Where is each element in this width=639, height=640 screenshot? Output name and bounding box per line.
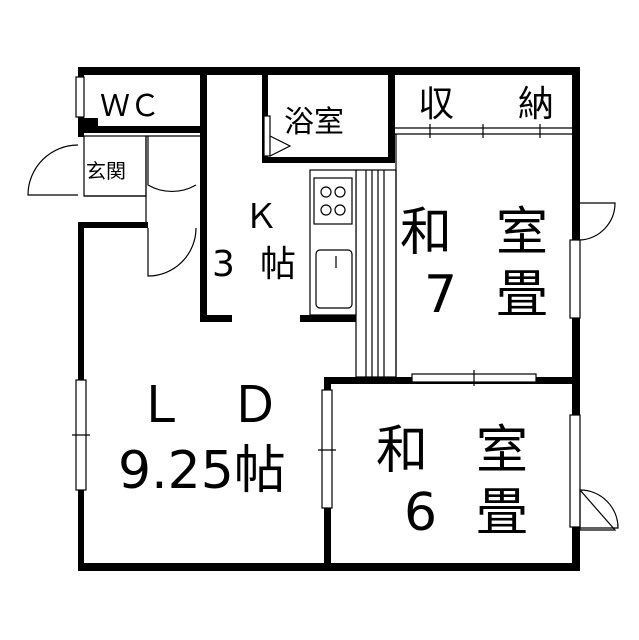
wall-kitchen-left — [200, 67, 207, 322]
washitsu7-label-7: 7 — [424, 265, 457, 325]
stove — [313, 177, 353, 225]
door-swing-icon — [147, 227, 197, 277]
wall-kitchen-bottom-left — [200, 315, 232, 322]
washitsu7-label-shitsu: 室 — [496, 203, 548, 263]
wall-right — [572, 67, 580, 571]
kitchen-label-jo: 帖 — [260, 244, 296, 285]
washitsu6-label-jo: 畳 — [476, 483, 528, 543]
door-swing-icon — [147, 136, 197, 192]
washitsu6-label-6: 6 — [404, 483, 437, 543]
storage-label-1: 収 — [418, 84, 454, 125]
labels: ＷＣ 浴室 収 納 玄関 Ｋ 3 帖 和 室 7 畳 Ｌ Ｄ 9.25帖 和 室… — [86, 84, 554, 543]
washitsu7-label-jo: 畳 — [496, 265, 548, 325]
closet-partition — [355, 169, 397, 378]
washitsu7-label-wa: 和 — [400, 203, 452, 263]
wall-bath-left — [262, 67, 268, 162]
ld-label-size: 9.25帖 — [118, 441, 286, 501]
kitchen-label-k: Ｋ — [244, 197, 278, 237]
wall-entrance-bottom — [78, 222, 148, 228]
wall-kitchen-bottom-right — [300, 315, 358, 322]
washitsu6-label-shitsu: 室 — [476, 421, 528, 481]
sink — [315, 249, 353, 309]
kitchen-label-3: 3 — [212, 244, 235, 285]
ld-label-d: Ｄ — [230, 376, 280, 434]
entrance-label: 玄関 — [86, 159, 126, 183]
fixtures — [72, 76, 581, 528]
wall-wc-bottom — [78, 126, 204, 133]
ld-label-l: Ｌ — [136, 376, 186, 434]
wall-corner-block — [84, 118, 98, 132]
wall-top — [78, 67, 580, 75]
washitsu6-label-wa: 和 — [376, 421, 428, 481]
doors — [27, 136, 619, 531]
wc-label: ＷＣ — [100, 89, 160, 124]
entrance-door-icon — [27, 144, 79, 196]
bath-label: 浴室 — [284, 105, 344, 140]
door-swing-icon — [579, 202, 616, 241]
wall-bath-bottom — [262, 157, 392, 163]
storage-label-2: 納 — [518, 84, 554, 125]
wall-bath-right — [388, 67, 395, 163]
door-swing-icon — [579, 489, 619, 529]
